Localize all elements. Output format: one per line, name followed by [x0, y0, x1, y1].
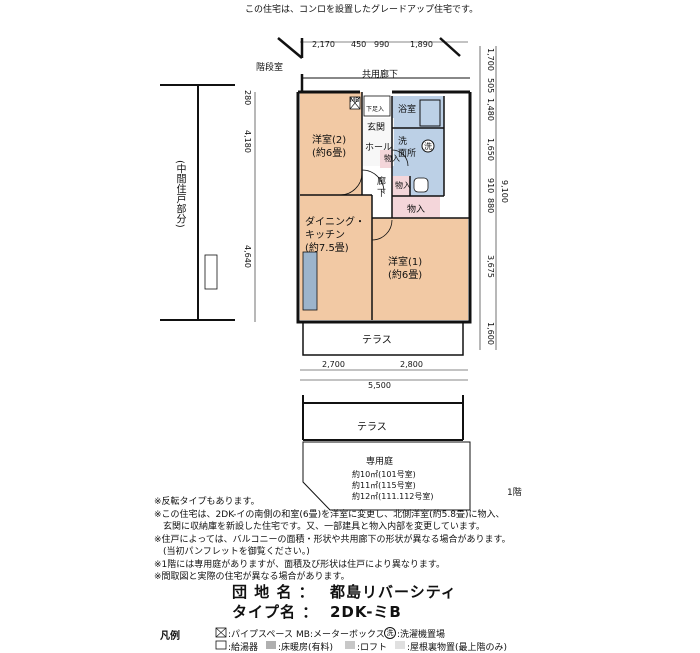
terrace-label: テラス [362, 335, 392, 346]
legend-title: 凡例 [160, 631, 180, 642]
dim-bottom-2: 2,800 [400, 360, 423, 369]
dim-top-2: 450 [351, 40, 367, 49]
storage-fill-hall [380, 150, 392, 168]
garden-area-1: 約10㎡(101号室) [352, 470, 416, 479]
middle-unit-counter [204, 254, 218, 290]
storage-hall-label: 物入 [384, 154, 400, 163]
note-line: ※住戸によっては、バルコニーの面積・形状や共用廊下の形状が異なる場合があります。 [154, 534, 511, 545]
western2-name: 洋室(2) [312, 135, 347, 146]
washer-circle [421, 139, 435, 153]
note-line: ※間取図と実際の住宅が異なる場合があります。 [154, 572, 350, 582]
type-value: 2DK-ミB [330, 603, 402, 621]
hall-label: ホール [365, 143, 393, 153]
dining-name-2: キッチン [305, 230, 345, 241]
wash-label: 洗 面所 [398, 136, 416, 160]
toilet [413, 177, 429, 193]
note-line: ※1階には専用庭がありますが、面積及び形状は住戸により異なります。 [154, 559, 446, 570]
western1-label: 洋室(1) (約6畳) [388, 256, 422, 282]
legend-mb: MB:メーターボックス [296, 630, 385, 640]
dim-left-3: 4,640 [243, 245, 252, 268]
garden-area-2: 約11㎡(115号室) [352, 481, 416, 490]
western2-size: (約6畳) [312, 148, 347, 159]
legend-attic: :屋根裏物置(最上階のみ) [407, 643, 508, 653]
legend-water: :給湯器 [228, 643, 259, 653]
western1-name: 洋室(1) [388, 257, 423, 268]
dim-bottom-total: 5,500 [368, 381, 391, 390]
western-room-1 [372, 218, 468, 320]
legend-box-floorheat [266, 641, 276, 649]
dining-label: ダイニング・ キッチン (約7.5畳) [305, 216, 365, 255]
dim-right-7: 3,675 [486, 255, 495, 278]
legend-loft: :ロフト [357, 643, 388, 653]
dim-bottom-1: 2,700 [322, 360, 345, 369]
wash-label-l2: 面所 [398, 149, 417, 159]
hallway-label-l2: 下 [377, 189, 387, 199]
legend-box-attic [395, 641, 405, 649]
floor-label: 1階 [507, 488, 522, 498]
dim-right-5: 910 [486, 178, 495, 194]
legend-box-loft [345, 641, 355, 649]
shoe-label: 下足入 [366, 106, 385, 113]
legend-washer: :洗濯機置場 [397, 630, 446, 640]
entrance-label: 玄関 [367, 123, 386, 133]
dim-top-1: 2,170 [312, 40, 335, 49]
kitchen-counter [302, 251, 318, 311]
storage-label: 物入 [407, 205, 426, 215]
bathtub [419, 99, 441, 127]
notes-block: ※反転タイプもあります。 ※この住宅は、2DK-イの南側の和室(6畳)を洋室に変… [154, 496, 511, 584]
dim-top-4: 1,890 [410, 40, 433, 49]
note-line: (当初パンフレットを御覧ください。) [154, 547, 310, 557]
dim-right-3: 1,480 [486, 98, 495, 121]
type-label: タイプ名 ： [232, 603, 319, 621]
mb-label: MB [350, 97, 360, 104]
storage-small-label: 物入 [395, 181, 411, 190]
storage-fill [392, 196, 440, 218]
garden-area-3: 約12㎡(111.112号室) [352, 492, 434, 501]
garden-outline [302, 441, 471, 511]
note-line: 玄関に収納庫を新設した住宅です。又、一部建具と物入内部を変更しています。 [154, 522, 485, 532]
dim-top-3: 990 [374, 40, 390, 49]
dim-right-2: 505 [486, 78, 495, 94]
storage-fill-small [392, 176, 410, 196]
hallway-label: 廊 下 [377, 176, 386, 200]
western1-size: (約6畳) [388, 270, 423, 281]
bath-label: 浴室 [398, 105, 417, 115]
garden-label: 専用庭 [366, 457, 394, 467]
note-line: ※反転タイプもあります。 [154, 497, 260, 507]
western2-label: 洋室(2) (約6畳) [312, 134, 346, 160]
dim-left-1: 280 [243, 90, 252, 106]
dim-right-1: 1,700 [486, 48, 495, 71]
estate-value: 都島リバーシティ [330, 583, 457, 601]
dim-right-8: 1,600 [486, 322, 495, 345]
legend-box-water [215, 640, 227, 650]
dining-size: (約7.5畳) [305, 243, 349, 254]
note-line: ※この住宅は、2DK-イの南側の和室(6畳)を洋室に変更し、北側洋室(約5.8畳… [154, 509, 505, 520]
legend-washer-icon: 洗 [384, 627, 396, 639]
corridor-label: 共用廊下 [362, 70, 399, 80]
stair-label: 階段室 [256, 63, 284, 73]
terrace-upper-label: テラス [357, 422, 387, 433]
dim-left-2: 4,180 [243, 130, 252, 153]
middle-unit-label: (中間住戸部分) [174, 160, 185, 228]
dining-name-1: ダイニング・ [305, 217, 365, 228]
legend-floorheat: :床暖房(有料) [278, 643, 334, 653]
legend-pipe: :パイプスペース [228, 630, 293, 640]
dim-right-6: 880 [486, 198, 495, 214]
washer-symbol: 洗 [424, 142, 432, 151]
shoe-box [363, 95, 391, 117]
hallway-label-l1: 廊 [377, 177, 387, 187]
estate-label: 団 地 名 ： [232, 583, 315, 601]
dim-right-4: 1,650 [486, 138, 495, 161]
dim-right-total: 9,100 [500, 180, 509, 203]
header-note: この住宅は、コンロを設置したグレードアップ住宅です。 [245, 5, 479, 15]
wash-label-l1: 洗 [398, 137, 408, 147]
